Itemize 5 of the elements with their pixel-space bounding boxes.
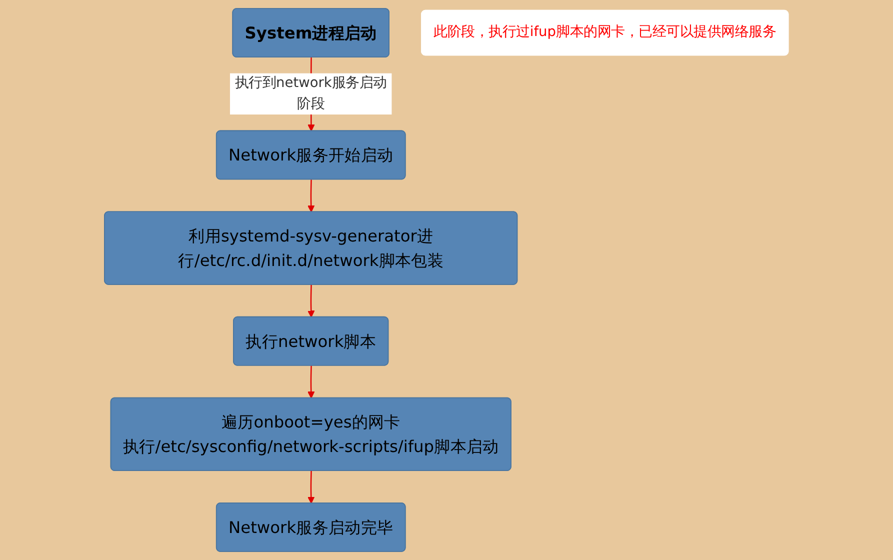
arrow [308, 366, 315, 398]
arrow [308, 180, 315, 212]
arrow [308, 470, 315, 504]
edge-label: 执行到network服务启动阶段 [234, 74, 388, 112]
arrow [308, 284, 315, 318]
